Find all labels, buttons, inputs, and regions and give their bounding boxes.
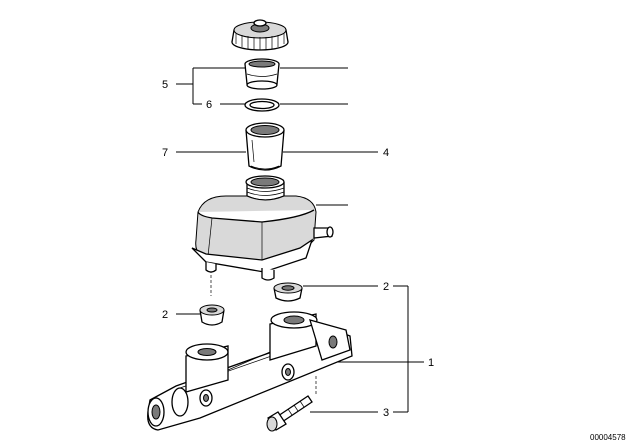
- grommet-right: [273, 282, 303, 302]
- callout-2-right: 2: [383, 281, 389, 293]
- callout-2-left: 2: [162, 309, 168, 321]
- sleeve: [245, 122, 285, 171]
- leader-lines: [176, 67, 424, 413]
- callout-1: 1: [428, 357, 434, 369]
- callout-5: 5: [162, 79, 168, 91]
- master-cylinder: [147, 311, 353, 431]
- strainer: [244, 58, 280, 90]
- bolt: [266, 395, 313, 432]
- grommet-left: [199, 304, 225, 326]
- document-id: 00004578: [590, 433, 626, 442]
- callout-7: 7: [162, 147, 168, 159]
- callout-3: 3: [383, 407, 389, 419]
- sealing-ring: [244, 98, 280, 112]
- callout-6: 6: [206, 99, 212, 111]
- reservoir-cap: [231, 19, 289, 51]
- callout-4: 4: [383, 147, 389, 159]
- callouts: 5 6 7 4 2 2 1 3: [162, 79, 434, 419]
- reservoir: [191, 175, 334, 281]
